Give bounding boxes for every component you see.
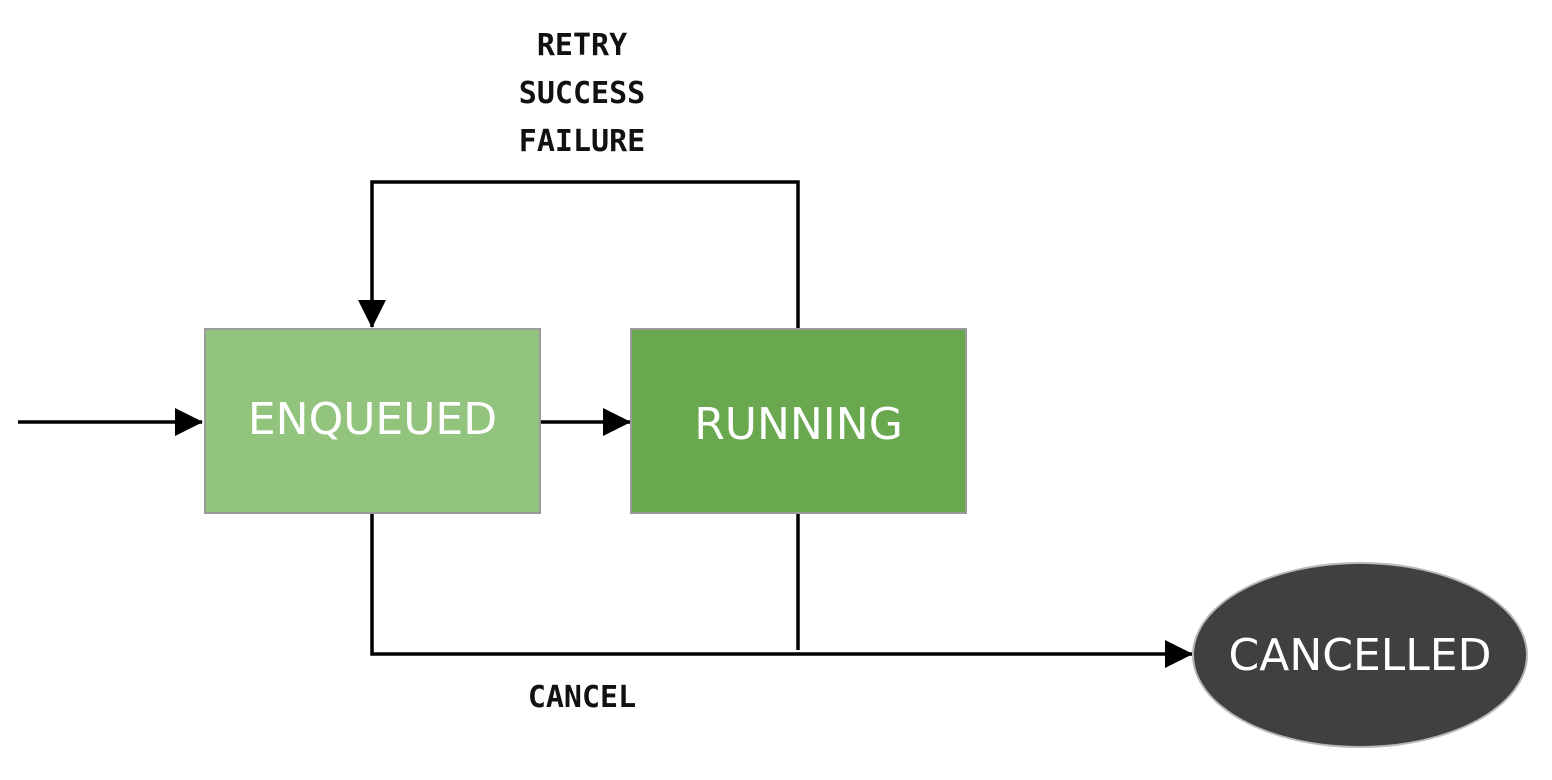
state-running-label: RUNNING — [694, 398, 903, 450]
edge-label-success: SUCCESS — [518, 76, 646, 111]
edge-label-retry: RETRY — [536, 28, 628, 63]
state-cancelled: CANCELLED — [1192, 562, 1528, 748]
edge-label-failure: FAILURE — [518, 124, 646, 159]
enqueued-to-cancelled-arrow — [370, 514, 1193, 668]
cancel-edge-label: CANCEL — [482, 674, 682, 722]
state-running: RUNNING — [630, 328, 967, 514]
state-enqueued-label: ENQUEUED — [247, 393, 498, 445]
loop-edge-labels: RETRY SUCCESS FAILURE — [482, 22, 682, 166]
state-enqueued: ENQUEUED — [204, 328, 541, 514]
running-to-enqueued-loop-arrow — [358, 180, 800, 328]
edge-label-cancel: CANCEL — [527, 680, 637, 715]
state-cancelled-label: CANCELLED — [1228, 629, 1492, 681]
